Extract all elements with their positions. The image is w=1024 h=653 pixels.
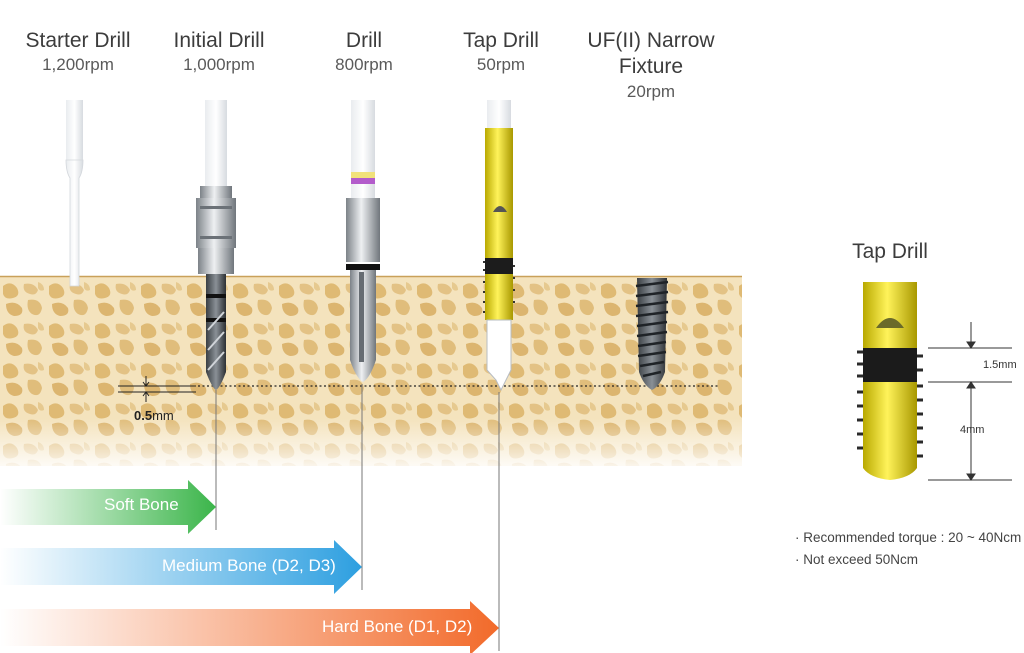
tap-drill-tool: [483, 100, 515, 392]
torque-note: · Recommended torque : 20 ~ 40Ncm: [795, 530, 1022, 545]
medium-bone-label: Medium Bone (D2, D3): [162, 556, 336, 575]
step-title: Initial Drill: [173, 29, 265, 52]
tap-drill-dimensions: [928, 322, 1012, 481]
step-title: Tap Drill: [463, 29, 539, 52]
hard-bone-label: Hard Bone (D1, D2): [322, 617, 473, 636]
step-title: Drill: [345, 29, 383, 52]
step-fixture-header: UF(II) Narrow Fixture 20rpm: [566, 28, 736, 102]
depth-unit: mm: [152, 408, 174, 423]
soft-bone-arrow: [0, 480, 216, 534]
step-rpm: 20rpm: [626, 81, 676, 101]
step-starter-drill-header: Starter Drill 1,200rpm: [0, 28, 163, 76]
depth-marker: [118, 376, 196, 402]
bone-limit-guides: [215, 384, 500, 651]
step-initial-drill-header: Initial Drill 1,000rpm: [134, 28, 304, 76]
step-rpm: 800rpm: [335, 55, 393, 75]
medium-bone-arrow: [0, 540, 362, 594]
step-rpm: 1,200rpm: [42, 55, 114, 75]
dimension-1-label: 1.5mm: [983, 359, 1017, 371]
tap-drill-detail-illustration: [857, 282, 923, 480]
hard-bone-arrow: [0, 601, 499, 653]
depth-marker-label: 0.5mm: [134, 408, 174, 423]
torque-limit-note: · Not exceed 50Ncm: [795, 552, 919, 567]
drill-tool: [346, 100, 380, 382]
step-drill-header: Drill 800rpm: [279, 28, 449, 76]
step-title-line1: UF(II) Narrow: [587, 29, 715, 52]
starter-drill-tool: [65, 100, 84, 287]
dimension-2-label: 4mm: [960, 424, 985, 436]
soft-bone-label: Soft Bone: [104, 495, 179, 514]
step-title: Starter Drill: [25, 29, 131, 52]
step-title-line2: Fixture: [618, 55, 684, 79]
tap-drill-detail-title: Tap Drill: [852, 240, 928, 263]
step-rpm: 1,000rpm: [183, 55, 255, 75]
step-tap-drill-header: Tap Drill 50rpm: [416, 28, 586, 76]
step-rpm: 50rpm: [476, 55, 526, 75]
fixture-implant: [635, 278, 669, 390]
depth-value: 0.5: [134, 408, 153, 423]
initial-drill-tool: [196, 100, 236, 390]
